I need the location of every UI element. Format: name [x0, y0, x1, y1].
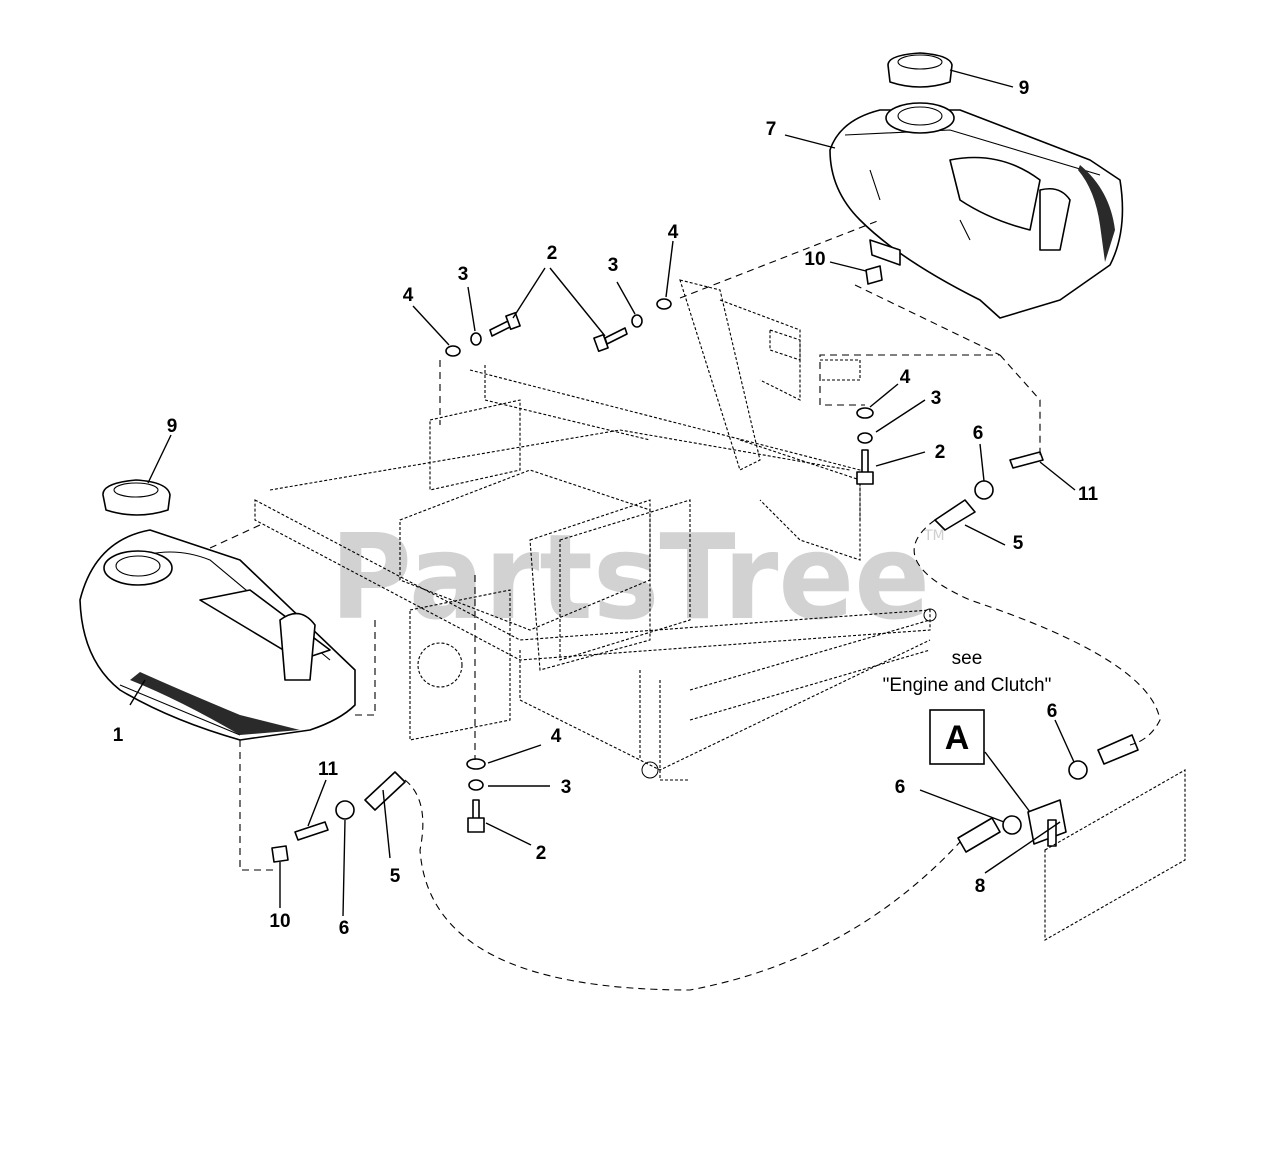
callout-9[interactable]: 9	[167, 416, 178, 437]
callout-3[interactable]: 3	[561, 777, 572, 798]
callout-3[interactable]: 3	[931, 388, 942, 409]
fuel-cap-right	[887, 52, 953, 88]
callout-4[interactable]: 4	[551, 726, 562, 747]
reference-engine-and-clutch[interactable]: see "Engine and Clutch" A	[883, 648, 1052, 765]
callout-11[interactable]: 11	[318, 759, 339, 780]
watermark-text: PartsTree	[330, 508, 930, 646]
callout-4[interactable]: 4	[403, 285, 414, 306]
callout-6[interactable]: 6	[973, 423, 984, 444]
reference-box-letter: A	[945, 719, 970, 757]
callout-10[interactable]: 10	[804, 249, 825, 270]
chassis-frame	[254, 279, 937, 781]
reference-see-label: see	[952, 648, 983, 669]
leader-lines	[129, 69, 1076, 917]
fuel-cap-left	[102, 479, 171, 516]
callout-11[interactable]: 11	[1078, 484, 1099, 505]
callout-10[interactable]: 10	[269, 911, 290, 932]
callout-6[interactable]: 6	[895, 777, 906, 798]
callout-5[interactable]: 5	[390, 866, 401, 887]
callout-labels: 1 2 2 2 3 3 3 3 4 4 4 4 5 5 6 6 6 6 7 8 …	[113, 78, 1099, 939]
callout-8[interactable]: 8	[975, 876, 986, 897]
fuel-tank-right	[829, 102, 1124, 319]
fuel-tank-left	[79, 529, 356, 741]
callout-2[interactable]: 2	[536, 843, 547, 864]
watermark-trademark: TM	[923, 528, 945, 544]
callout-4[interactable]: 4	[668, 222, 679, 243]
callout-3[interactable]: 3	[458, 264, 469, 285]
callout-4[interactable]: 4	[900, 367, 911, 388]
callout-6[interactable]: 6	[339, 918, 350, 939]
reference-box	[929, 709, 985, 765]
callout-1[interactable]: 1	[113, 725, 124, 746]
callout-2[interactable]: 2	[935, 442, 946, 463]
reference-section-label: "Engine and Clutch"	[883, 675, 1052, 696]
assembly-lines	[209, 219, 1161, 991]
callout-5[interactable]: 5	[1013, 533, 1024, 554]
callout-7[interactable]: 7	[766, 119, 777, 140]
callout-3[interactable]: 3	[608, 255, 619, 276]
callout-9[interactable]: 9	[1019, 78, 1030, 99]
callout-6[interactable]: 6	[1047, 701, 1058, 722]
callout-2[interactable]: 2	[547, 243, 558, 264]
hardware-parts	[271, 265, 1186, 941]
